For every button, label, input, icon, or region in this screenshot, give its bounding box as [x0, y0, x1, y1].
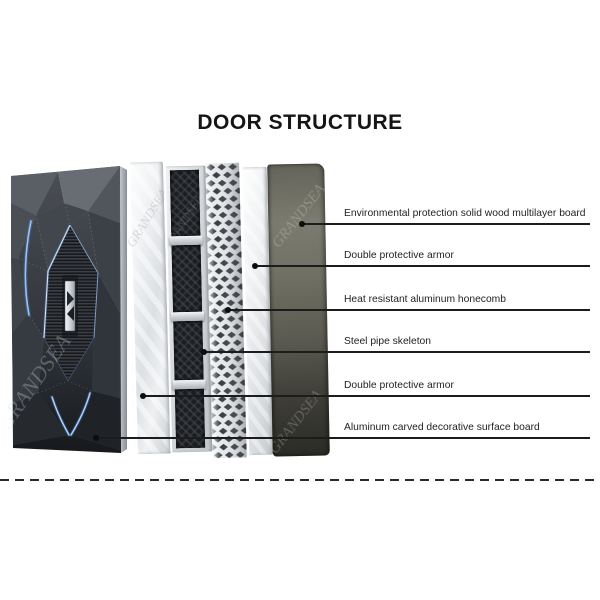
layer-steel-pipe-skeleton	[163, 165, 213, 453]
callout-dot	[93, 435, 99, 441]
callout-dot	[225, 307, 231, 313]
callout-line	[96, 437, 590, 439]
door-facets	[10, 165, 121, 451]
callout-dot	[252, 263, 258, 269]
skeleton-crossbar	[171, 311, 205, 322]
skeleton-panel	[171, 244, 203, 313]
layer-carved-decorative-door: GRANDSEA GRANDSEA	[8, 163, 130, 457]
skeleton-panel	[174, 388, 206, 449]
callout-label: Heat resistant aluminum honecomb	[344, 294, 506, 305]
callout-line	[228, 309, 590, 311]
skeleton-panel	[173, 320, 204, 381]
skeleton-crossbar	[169, 235, 203, 246]
callout-line	[143, 395, 590, 397]
callout-label: Environmental protection solid wood mult…	[344, 208, 586, 219]
callout-dot	[140, 393, 146, 399]
skeleton-panel	[169, 169, 201, 237]
door-handle	[62, 275, 78, 337]
callout-line	[255, 265, 590, 267]
callout-line	[204, 351, 590, 353]
door-side-edge	[120, 166, 127, 453]
callout-dot	[201, 349, 207, 355]
door-led-edges	[42, 224, 99, 382]
callout-line	[302, 223, 590, 225]
callout-label: Steel pipe skeleton	[344, 336, 432, 347]
callout-label: Double protective armor	[344, 380, 454, 391]
door-led-strips	[23, 219, 92, 437]
bottom-dashed-divider	[0, 479, 600, 481]
page-title: DOOR STRUCTURE	[197, 111, 403, 134]
skeleton-crossbar	[172, 379, 206, 390]
callout-dot	[299, 221, 305, 227]
callout-label: Aluminum carved decorative surface board	[344, 422, 540, 433]
skeleton-inner	[169, 169, 206, 449]
callout-label: Double protective armor	[344, 250, 454, 261]
door-illustration	[10, 165, 127, 453]
